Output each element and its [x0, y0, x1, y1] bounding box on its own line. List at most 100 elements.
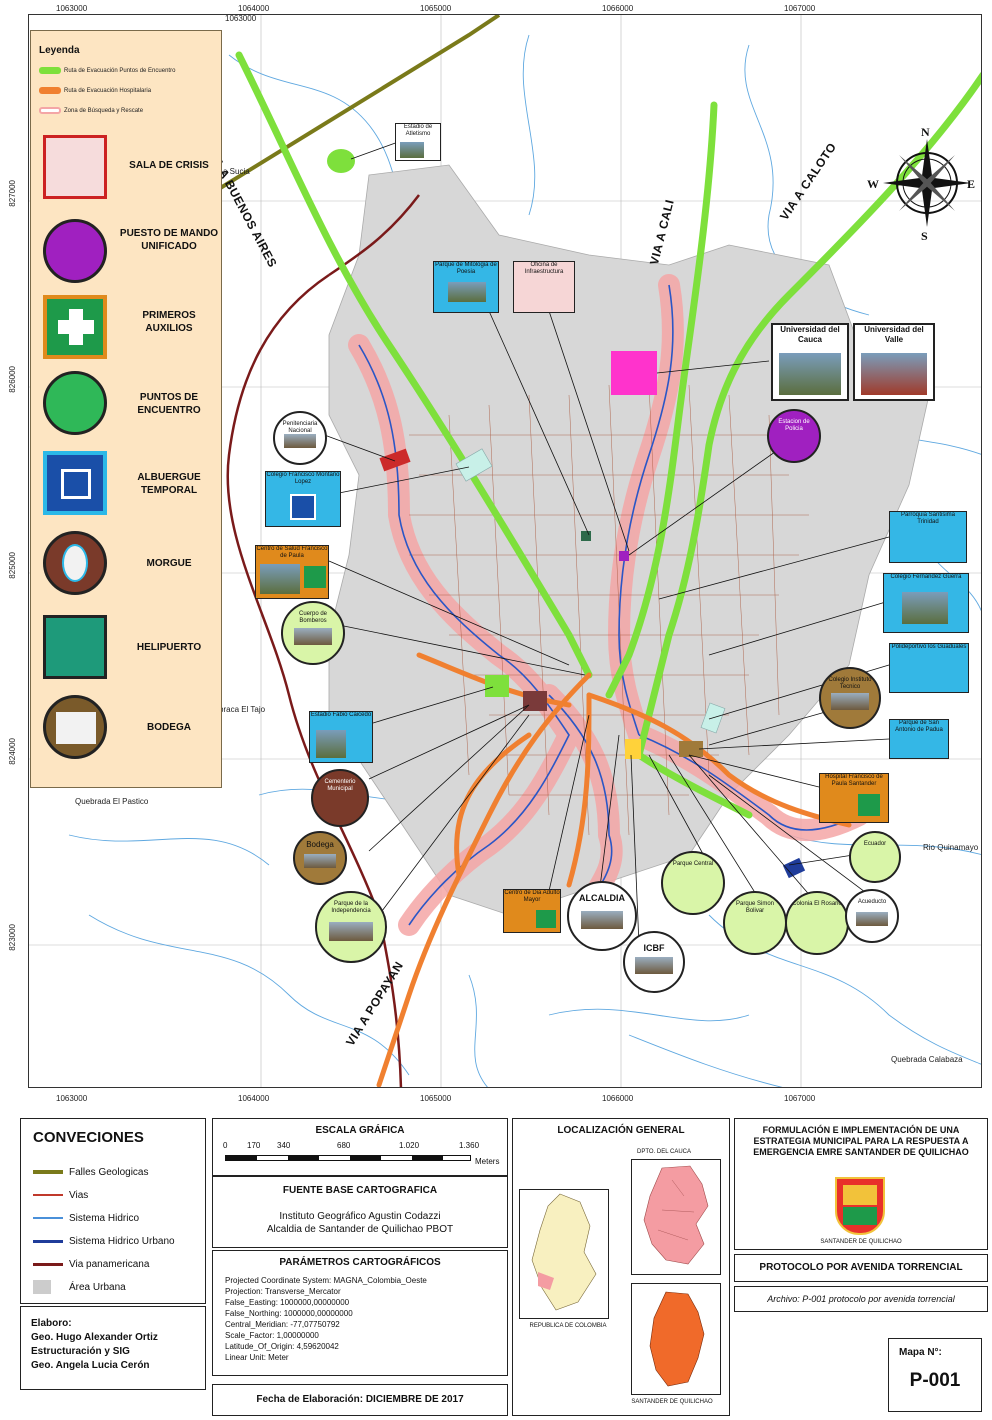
- meeting-icon: [43, 135, 107, 199]
- bubble-photo: [293, 628, 333, 645]
- legend-item-label: PUNTOS DE ENCUENTRO: [137, 392, 201, 416]
- elaboro-line: Elaboro:: [31, 1318, 72, 1329]
- elaboro-line: Estructuración y SIG: [31, 1346, 130, 1357]
- bubble-icbf[interactable]: ICBF: [623, 931, 685, 993]
- legend-line-label: Ruta de Evacuación Hospitalaria: [64, 88, 152, 95]
- legend-item-label: BODEGA: [147, 722, 191, 733]
- legend-swatch: [39, 107, 61, 114]
- legend-item-label: MORGUE: [146, 558, 192, 569]
- card-photo: [400, 142, 424, 158]
- legend-swatch: [39, 67, 61, 74]
- place-calabaza: Quebrada Calabaza: [891, 1055, 963, 1064]
- coord-bottom-0: 1063000: [56, 1094, 88, 1103]
- place-sucia: a Sucia: [223, 167, 250, 176]
- bubble-title: Penitenciaria Nacional: [282, 421, 318, 434]
- bubble-colegio-instituto[interactable]: Colegio Instituto Tecnico: [819, 667, 881, 729]
- card-polideportivo[interactable]: Polideportivo los Guaduales: [889, 643, 969, 693]
- card-univ-cauca[interactable]: Universidad del Cauca: [771, 323, 849, 401]
- card-title: Universidad del Valle: [864, 325, 924, 344]
- convenciones-list: Falles Geologicas Vias Sistema Hidrico S…: [33, 1161, 175, 1299]
- card-colegio[interactable]: Colegio Francisco Montano Lopez: [265, 471, 341, 527]
- card-title: Polideportivo los Guaduales: [891, 644, 967, 650]
- card-colegio-fernandez[interactable]: Colegio Fernandez Guerra: [883, 573, 969, 633]
- parametros-panel: PARÁMETROS CARTOGRÁFICOS Projected Coord…: [212, 1250, 508, 1376]
- card-estadio-fabio[interactable]: Estadio Fabio Caicedo: [309, 711, 373, 763]
- bubble-title: Cementerio Municipal: [324, 779, 356, 792]
- conv-item-vias: Vias: [33, 1184, 175, 1207]
- bubble-parque-central[interactable]: Parque Central: [661, 851, 725, 915]
- coord-top-4: 1067000: [784, 4, 816, 13]
- bubble-penitenciaria[interactable]: Penitenciaria Nacional: [273, 411, 327, 465]
- dpto-label: DPTO. DEL CAUCA: [637, 1149, 692, 1155]
- card-title: Hospital Francisco de Paula Santander: [825, 774, 883, 787]
- bubble-parque-bolivar[interactable]: Parque Simon Bolivar: [723, 891, 787, 955]
- legend-line-green: Ruta de Evacuación Puntos de Encuentro: [39, 67, 175, 74]
- first-aid-icon: [43, 295, 107, 359]
- legend-line-pink: Zona de Búsqueda y Rescate: [39, 107, 143, 114]
- card-centro-salud[interactable]: Centro de Salud Francisco de Paula: [255, 545, 329, 599]
- parametros-title: PARÁMETROS CARTOGRÁFICOS: [279, 1257, 441, 1268]
- fuente-line: Instituto Geográfico Agustin Codazzi: [279, 1211, 441, 1222]
- card-photo: [861, 353, 927, 395]
- card-title: Estadio Fabio Caicedo: [310, 712, 372, 718]
- coord-left-2: 825000: [8, 552, 17, 579]
- bubble-acueducto[interactable]: Acueducto: [845, 889, 899, 943]
- shelter-icon: [43, 451, 107, 515]
- card-parroquia[interactable]: Parroquia Santisima Trinidad: [889, 511, 967, 563]
- localizacion-panel: LOCALIZACIÓN GENERAL DPTO. DEL CAUCA REP…: [512, 1118, 730, 1416]
- coord-bottom-2: 1065000: [420, 1094, 452, 1103]
- scale-bar: [225, 1155, 471, 1161]
- bubble-puesto-policia[interactable]: Estacion de Policia: [767, 409, 821, 463]
- scale-unit: Meters: [475, 1157, 500, 1166]
- map-canvas[interactable]: N S W E 1063000 VIA A BUENOS AIRES VIA A…: [28, 14, 982, 1088]
- conv-item-area-urbana: Área Urbana: [33, 1276, 175, 1299]
- legend-line-label: Zona de Búsqueda y Rescate: [64, 108, 144, 115]
- elaboro-line: Geo. Hugo Alexander Ortiz: [31, 1332, 158, 1343]
- conv-item-hidrico: Sistema Hidrico: [33, 1207, 175, 1230]
- warehouse-icon: [43, 695, 107, 759]
- parametros-list: Projected Coordinate System: MAGNA_Colom…: [225, 1276, 427, 1362]
- card-title: Parroquia Santisima Trinidad: [900, 512, 956, 525]
- protocolo-panel: PROTOCOLO POR AVENIDA TORRENCIAL: [734, 1254, 988, 1282]
- bubble-cementerio[interactable]: Cementerio Municipal: [311, 769, 369, 827]
- localizacion-title: LOCALIZACIÓN GENERAL: [557, 1125, 685, 1136]
- coord-bottom-4: 1067000: [784, 1094, 816, 1103]
- coord-left-4: 823000: [8, 924, 17, 951]
- bubble-title: Colegio Instituto Tecnico: [828, 677, 872, 690]
- bubble-colonia[interactable]: Colonia El Rosario: [785, 891, 849, 955]
- card-estadio-atletismo[interactable]: Estadio de Atletismo: [395, 123, 441, 161]
- bubble-alcaldia[interactable]: ALCALDIA: [567, 881, 637, 951]
- bubble-photo: [635, 957, 673, 974]
- card-oficina-infra[interactable]: Oficina de Infraestructura: [513, 261, 575, 313]
- bubble-photo: [856, 912, 888, 926]
- fuente-panel: FUENTE BASE CARTOGRAFICA Instituto Geogr…: [212, 1176, 508, 1248]
- card-title: Colegio Francisco Montano Lopez: [266, 472, 340, 485]
- bubble-photo: [580, 910, 624, 930]
- card-parque-antonio[interactable]: Parque de San Antonio de Padua: [889, 719, 949, 759]
- mapa-num-label: Mapa N°:: [899, 1347, 942, 1358]
- card-photo: [902, 592, 948, 624]
- colombia-label: REPUBLICA DE COLOMBIA: [529, 1323, 607, 1329]
- card-univ-valle[interactable]: Universidad del Valle: [853, 323, 935, 401]
- morgue-icon: [43, 531, 107, 595]
- mapa-num-panel: Mapa N°: P-001: [888, 1338, 982, 1412]
- card-title: Universidad del Cauca: [780, 325, 840, 344]
- coord-top-3: 1066000: [602, 4, 634, 13]
- bubble-independencia[interactable]: Parque de la Independencia: [315, 891, 387, 963]
- bubble-bodega[interactable]: Bodega: [293, 831, 347, 885]
- elaboro-line: Geo. Angela Lucia Cerón: [31, 1360, 150, 1371]
- card-title: Parque de Mitologia de Poesia: [435, 262, 497, 275]
- card-photo: [779, 353, 841, 395]
- card-centro-dia[interactable]: Centro de Dia Adulto Mayor: [503, 889, 561, 933]
- card-hospital[interactable]: Hospital Francisco de Paula Santander: [819, 773, 889, 823]
- bubble-title: Ecuador: [863, 841, 887, 847]
- bubble-bomberos[interactable]: Cuerpo de Bomberos: [281, 601, 345, 665]
- escala-panel: ESCALA GRÁFICA 0 170 340 680 1.020 1.360…: [212, 1118, 508, 1176]
- first-aid-icon: [858, 794, 880, 816]
- convenciones-title: CONVECIONES: [33, 1129, 144, 1146]
- fuente-title: FUENTE BASE CARTOGRAFICA: [282, 1185, 438, 1196]
- card-photo: [260, 564, 300, 594]
- bubble-ecuador[interactable]: Ecuador: [849, 831, 901, 883]
- bubble-title: Colonia El Rosario: [792, 901, 842, 907]
- card-parque-poesia[interactable]: Parque de Mitologia de Poesia: [433, 261, 499, 313]
